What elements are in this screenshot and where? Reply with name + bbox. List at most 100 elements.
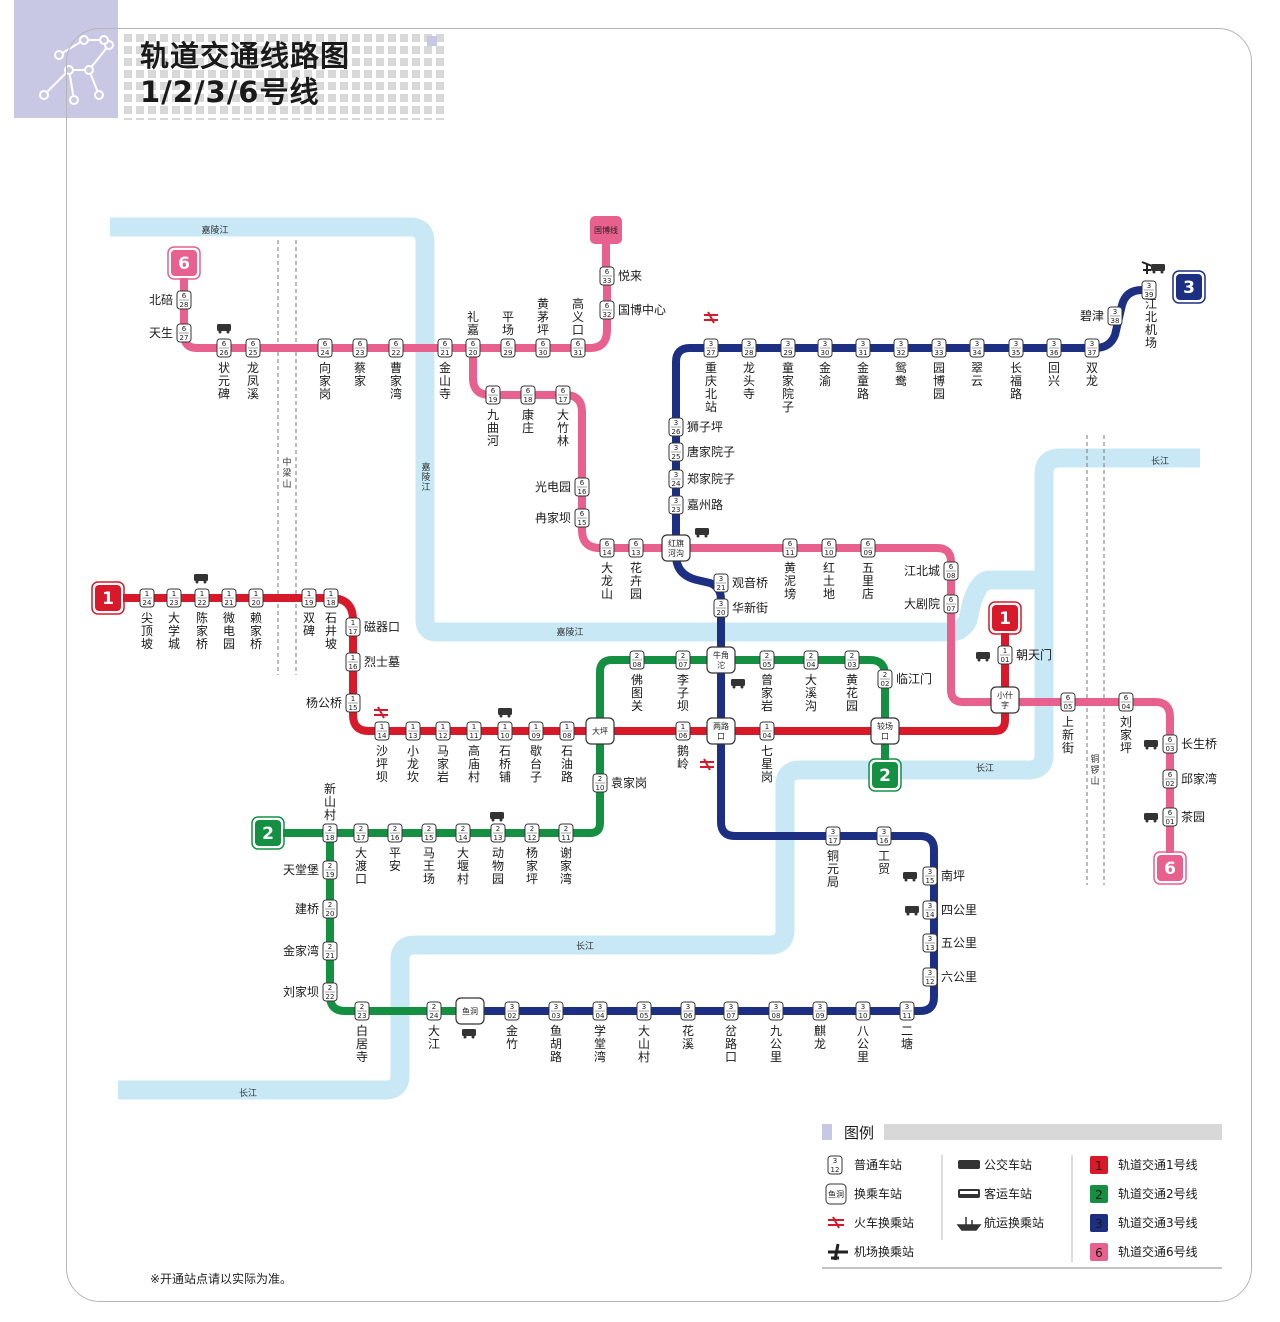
station-name: 马: [423, 846, 435, 860]
station-name: 龙: [407, 757, 419, 771]
station-number: 31: [574, 349, 583, 357]
station-number: 08: [947, 572, 956, 580]
station-line-code: 6: [827, 540, 832, 548]
station-line-code: 2: [635, 652, 639, 660]
station-name: 袁家岗: [611, 775, 647, 790]
river-label: 嘉陵江: [556, 626, 583, 638]
station-name: 寺: [743, 387, 755, 401]
station-number: 10: [501, 732, 510, 740]
bus-stop-icon: [731, 679, 745, 689]
station-number: 13: [926, 944, 935, 952]
station-line-code: 3: [709, 340, 713, 348]
bus-stop-icon: [958, 1160, 980, 1169]
station-name: 安: [389, 858, 401, 873]
station-number: 25: [672, 453, 681, 461]
line-badge-number: 1: [102, 589, 114, 609]
station-name: 坪: [1120, 741, 1132, 755]
station-name: 平: [502, 310, 514, 324]
station-name: 黄: [537, 297, 549, 311]
station-name: 高: [468, 743, 480, 758]
station-number: 34: [973, 349, 982, 357]
station-line-code: 1: [351, 695, 355, 703]
station-line-code: 2: [328, 862, 332, 870]
station-number: 37: [1088, 349, 1097, 357]
line-badge: 1: [91, 581, 125, 615]
station-name: 茅: [537, 310, 549, 324]
station-number: 13: [632, 549, 641, 557]
station-line-code: 6: [182, 292, 187, 300]
bus-stop-icon: [903, 872, 917, 882]
station-name: 刘家坝: [283, 984, 319, 999]
station-line-code: 6: [949, 596, 954, 604]
station-name: 居: [356, 1037, 368, 1051]
station-name: 状: [218, 361, 230, 375]
station-name: 岗: [761, 770, 773, 784]
bus-stop-icon: [1144, 813, 1158, 823]
bus-body: [462, 1029, 476, 1036]
legend-line-badge: [1090, 1185, 1108, 1203]
station-number: 07: [679, 661, 688, 669]
transfer-name: 牛角: [713, 650, 729, 660]
station-name: 里: [770, 1050, 782, 1064]
legend-label: 公交车站: [984, 1157, 1032, 1172]
station-name: 石: [561, 744, 573, 758]
station-name: 院: [782, 387, 794, 401]
station-name: 寺: [356, 1050, 368, 1064]
station-number: 29: [784, 349, 793, 357]
transfer-marker: [706, 717, 736, 745]
legend-item: 航运换乘站: [956, 1215, 1044, 1231]
station-line-code: 3: [510, 1003, 514, 1011]
station-name: 杨公桥: [306, 695, 342, 710]
station-name: 白: [356, 1023, 368, 1038]
station-line-code: 3: [861, 1003, 865, 1011]
mountain-label: 梁: [282, 467, 291, 479]
station-line-code: 3: [686, 1003, 690, 1011]
station-name: 九: [770, 1024, 782, 1038]
transfer-name: 红旗: [668, 538, 684, 548]
station-line-code: 6: [394, 340, 399, 348]
station-name: 里: [862, 574, 874, 588]
legend-label: 火车换乘站: [854, 1215, 914, 1230]
station-name: 兴: [1048, 374, 1060, 388]
station-name: 家: [250, 623, 262, 638]
station-line-code: 6: [1168, 809, 1173, 817]
airport-label: 场: [1145, 336, 1157, 350]
line-badge-ring: [868, 758, 902, 792]
station-line-code: 2: [393, 825, 397, 833]
station-name: 国博中心: [618, 302, 666, 317]
station-line-code: 1: [411, 723, 415, 731]
station-name: 郑家院子: [687, 471, 735, 486]
station-name: 子: [782, 400, 794, 414]
bus-wheel: [1145, 819, 1149, 823]
legend-label: 轨道交通1号线: [1118, 1157, 1198, 1172]
station-number: 02: [508, 1012, 517, 1020]
station-line-code: 3: [1052, 340, 1056, 348]
station-number: 19: [326, 871, 335, 879]
station-name: 嘉州路: [687, 497, 723, 512]
guobo-badge-label: 国博线: [594, 225, 618, 235]
bus-wheel: [1152, 270, 1156, 274]
bus-wheel: [1153, 819, 1157, 823]
station-number: 01: [1166, 818, 1175, 826]
station-line-code: 6: [788, 540, 793, 548]
legend-label: 客运车站: [984, 1186, 1032, 1201]
legend-line-number: 6: [1095, 1246, 1103, 1260]
station-name: 城: [168, 637, 180, 651]
station-number: 36: [1050, 349, 1059, 357]
line-badge-ring: [167, 246, 201, 280]
station-name: 花: [846, 685, 858, 700]
legend-line-number: 2: [1095, 1188, 1103, 1202]
bus-wheel: [463, 1035, 467, 1039]
